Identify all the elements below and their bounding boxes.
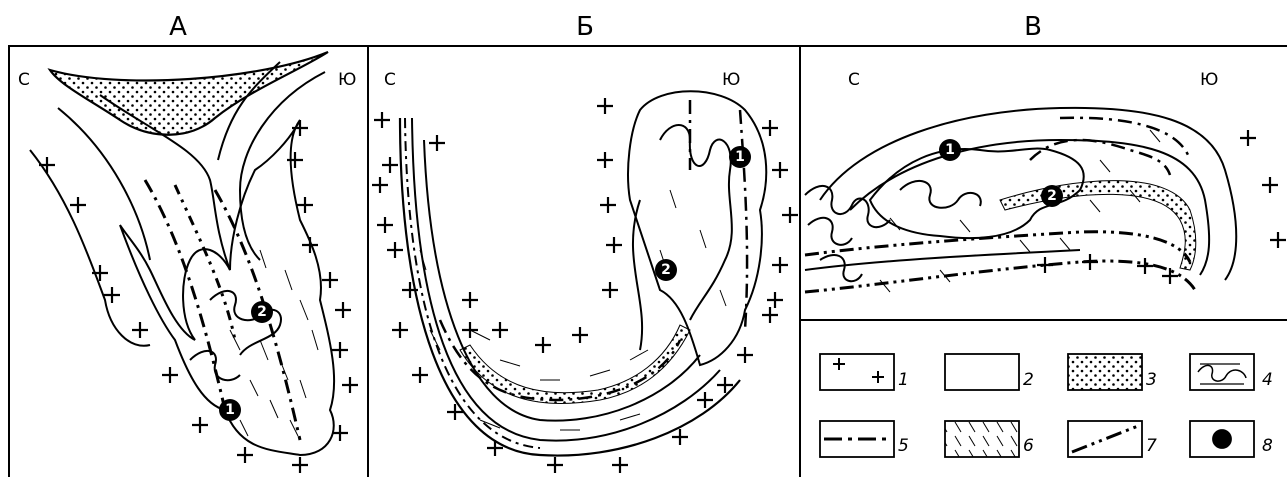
granite-cross [1262, 177, 1278, 193]
legend-num-7: 7 [1146, 436, 1157, 456]
granite-cross [162, 367, 178, 383]
granite-cross [762, 307, 778, 323]
panel-a-point-2: 2 [251, 301, 273, 323]
granite-cross [672, 429, 688, 445]
granite-cross [322, 272, 338, 288]
legend-num-4: 4 [1262, 370, 1273, 390]
granite-cross [772, 257, 788, 273]
granite-cross [412, 367, 428, 383]
panel-v-point-1: 1 [939, 139, 961, 161]
panel-b-point-1: 1 [729, 146, 751, 168]
granite-cross [292, 457, 308, 473]
panel-v-drawing [805, 108, 1236, 292]
granite-cross [1162, 268, 1178, 284]
legend-num-5: 5 [898, 436, 909, 456]
granite-cross [462, 292, 478, 308]
granite-cross [1082, 254, 1098, 270]
legend-swatch-dash-dot-dot [1068, 421, 1142, 457]
granite-cross [602, 282, 618, 298]
granite-cross [487, 440, 503, 456]
granite-cross [762, 120, 778, 136]
legend-swatch-blank [945, 354, 1019, 390]
granite-cross [597, 152, 613, 168]
granite-cross [429, 135, 445, 151]
legend-num-8: 8 [1262, 436, 1273, 456]
granite-cross [302, 237, 318, 253]
granite-cross [387, 242, 403, 258]
granite-cross [535, 337, 551, 353]
legend-swatch-crosses [820, 354, 894, 390]
granite-cross [104, 287, 120, 303]
granite-cross [335, 302, 351, 318]
granite-cross [606, 237, 622, 253]
granite-cross [782, 207, 798, 223]
legend-num-3: 3 [1146, 370, 1157, 390]
granite-cross [237, 447, 253, 463]
granite-cross [597, 98, 613, 114]
panel-a-drawing [30, 52, 334, 455]
granite-cross [1270, 232, 1286, 248]
granite-cross [492, 322, 508, 338]
granite-cross [392, 322, 408, 338]
granite-cross [547, 457, 563, 473]
granite-cross [772, 162, 788, 178]
granite-cross [92, 265, 108, 281]
legend-num-6: 6 [1023, 436, 1034, 456]
granite-cross [737, 347, 753, 363]
granite-cross [39, 157, 55, 173]
granite-cross [767, 292, 783, 308]
granite-cross [462, 322, 478, 338]
granite-cross [1137, 258, 1153, 274]
granite-cross [377, 217, 393, 233]
granite-cross [332, 342, 348, 358]
granite-cross [192, 417, 208, 433]
granite-cross [382, 157, 398, 173]
granite-cross [1037, 257, 1053, 273]
legend-swatch-hatch [945, 421, 1019, 457]
panel-a-point-1: 1 [219, 399, 241, 421]
legend-swatch-dots [1068, 354, 1142, 390]
granite-cross [297, 197, 313, 213]
granite-cross [1240, 130, 1256, 146]
legend-num-2: 2 [1023, 370, 1034, 390]
panel-b-point-2: 2 [655, 259, 677, 281]
granite-cross [612, 457, 628, 473]
legend-swatches [820, 354, 1254, 457]
granite-cross [697, 392, 713, 408]
granite-cross [342, 377, 358, 393]
granite-cross [600, 197, 616, 213]
granite-cross [572, 327, 588, 343]
granite-cross [132, 322, 148, 338]
panel-v-point-2: 2 [1041, 185, 1063, 207]
legend-num-1: 1 [898, 370, 909, 390]
granite-cross [70, 197, 86, 213]
granite-cross [287, 152, 303, 168]
granite-cross [372, 177, 388, 193]
granite-cross [374, 112, 390, 128]
